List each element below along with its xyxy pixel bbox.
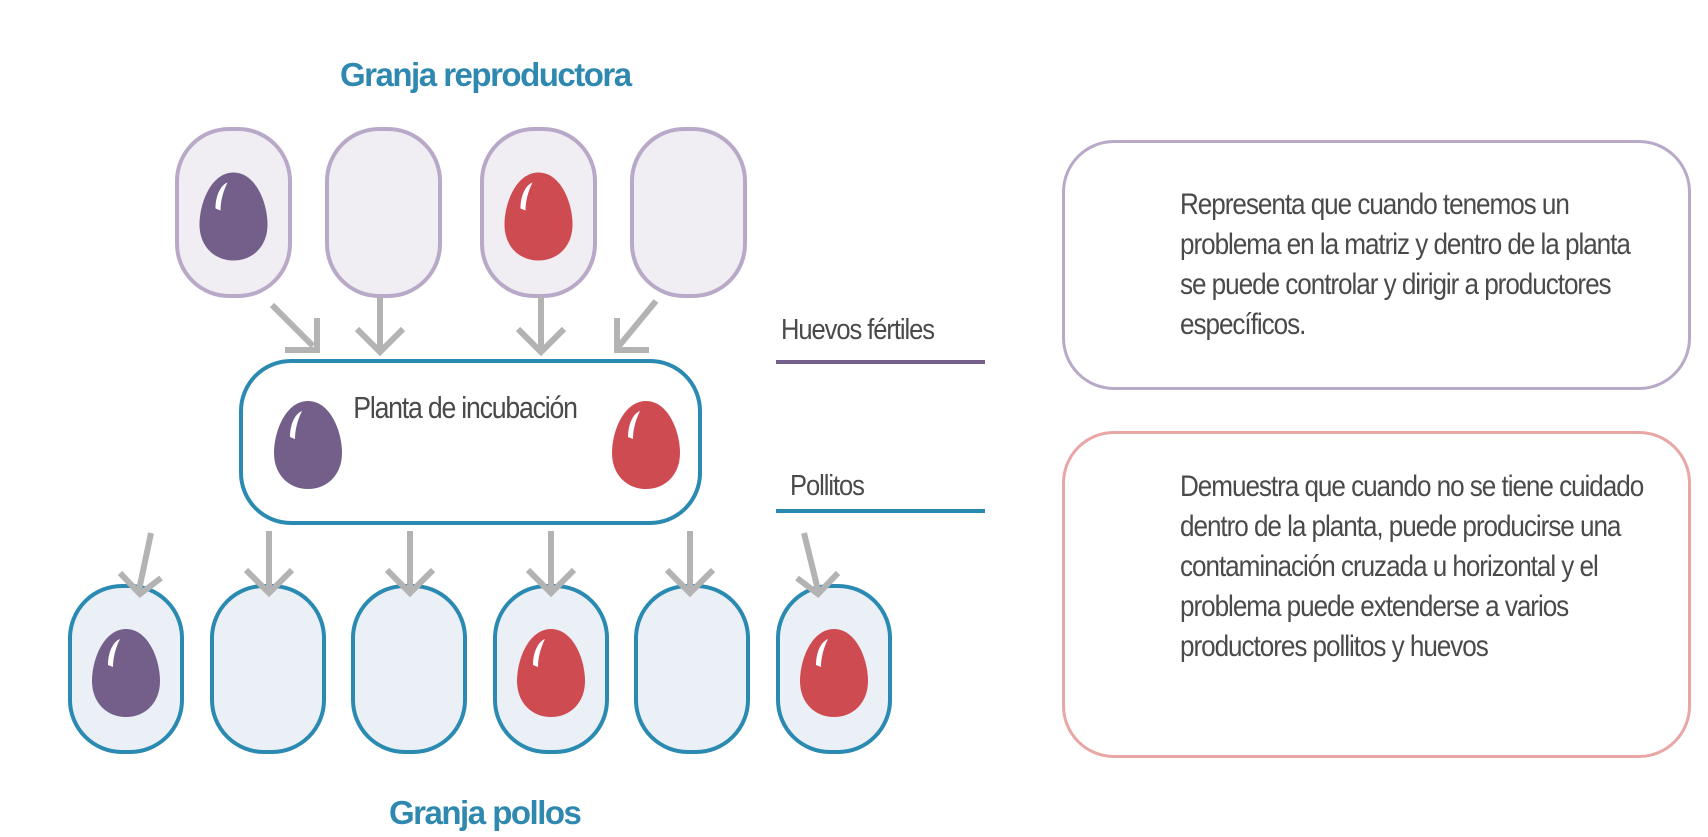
breeder-farm-title: Granja reproductora (340, 56, 632, 93)
broiler-unit-2 (210, 584, 326, 754)
arrow-broiler-2 (243, 531, 295, 598)
broiler-unit-3 (351, 584, 467, 754)
legend-red-text: Demuestra que cuando no se tiene cuidado… (1180, 470, 1644, 663)
breeder-arrows (269, 297, 659, 357)
breeder-unit-3 (480, 127, 597, 298)
broiler-unit-6 (776, 584, 892, 754)
broiler-arrows (117, 531, 841, 599)
broiler-farm-title: Granja pollos (389, 794, 582, 831)
broiler-unit-5 (634, 584, 750, 754)
legend-purple-text: Representa que cuando tenemos un problem… (1180, 188, 1631, 341)
arrow-broiler-1 (117, 532, 163, 599)
legend-purple-box: Representa que cuando tenemos un problem… (1062, 140, 1691, 390)
broiler-unit-1 (68, 584, 184, 754)
breeder-farm-units (175, 127, 747, 298)
broiler-unit-4 (493, 584, 609, 754)
breeder-unit-2 (325, 127, 442, 298)
breeder-unit-1 (175, 127, 292, 298)
arrow-broiler-4 (525, 531, 577, 598)
fertile-eggs-label: Huevos fértiles (781, 314, 935, 346)
arrow-broiler-6 (795, 532, 841, 599)
arrow-broiler-5 (664, 531, 716, 598)
arrow-breeder-3 (515, 297, 567, 357)
hatchery-label: Planta de incubación (353, 390, 578, 425)
arrow-breeder-1 (269, 302, 320, 353)
chicks-label: Pollitos (790, 470, 865, 502)
arrow-broiler-3 (384, 531, 436, 598)
arrow-breeder-4 (614, 299, 659, 353)
hatchery-box (239, 359, 702, 525)
breeder-unit-4 (630, 127, 747, 298)
arrow-breeder-2 (354, 297, 406, 357)
legend-red-box: Demuestra que cuando no se tiene cuidado… (1062, 431, 1691, 758)
broiler-farm-units (68, 584, 892, 754)
